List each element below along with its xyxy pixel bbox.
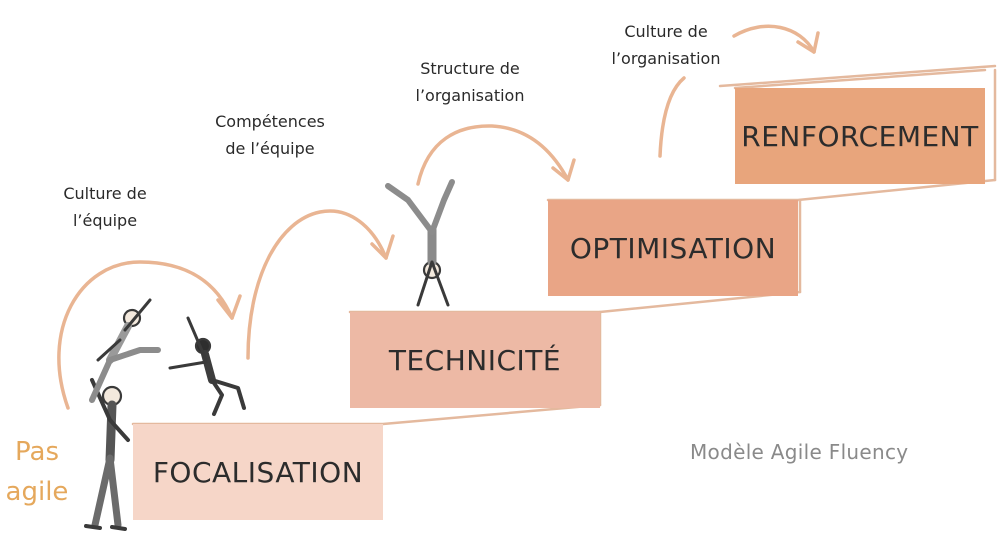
not-agile-line: Pas	[15, 437, 59, 467]
level-label: RENFORCEMENT	[741, 119, 979, 153]
caption-line: l’organisation	[611, 49, 721, 68]
level-label: FOCALISATION	[152, 455, 364, 489]
caption-line: Compétences	[215, 112, 325, 131]
arrow-4	[658, 24, 820, 158]
level-label: OPTIMISATION	[569, 231, 777, 265]
level-label: TECHNICITÉ	[388, 343, 562, 377]
caption-line: l’organisation	[415, 86, 525, 105]
climbing-people-figure	[84, 298, 161, 531]
level-focalisation: FOCALISATION	[133, 424, 383, 520]
caption-line: de l’équipe	[225, 139, 315, 158]
not-agile-label: Pas agile	[2, 432, 72, 512]
level-technicite: TECHNICITÉ	[350, 312, 600, 408]
caption-line: Structure de	[420, 59, 520, 78]
not-agile-line: agile	[5, 477, 69, 507]
arrow-2	[246, 209, 395, 360]
level-optimisation: OPTIMISATION	[548, 200, 798, 296]
caption-org-culture: Culture de l’organisation	[586, 18, 746, 72]
caption-team-skills: Compétences de l’équipe	[190, 108, 350, 162]
progress-arrows	[57, 24, 820, 410]
level-renforcement: RENFORCEMENT	[735, 88, 985, 184]
dancer-figure	[168, 316, 246, 416]
model-name: Modèle Agile Fluency	[690, 440, 909, 464]
caption-org-structure: Structure de l’organisation	[390, 55, 550, 109]
handstand-figure	[385, 179, 455, 307]
caption-line: Culture de	[624, 22, 708, 41]
arrow-1	[57, 260, 242, 410]
caption-line: Culture de	[63, 184, 147, 203]
stair-edge-top	[718, 64, 997, 88]
arrow-3	[416, 124, 576, 186]
stair-edge-4	[733, 68, 987, 90]
caption-line: l’équipe	[72, 211, 138, 230]
caption-team-culture: Culture de l’équipe	[30, 180, 180, 234]
